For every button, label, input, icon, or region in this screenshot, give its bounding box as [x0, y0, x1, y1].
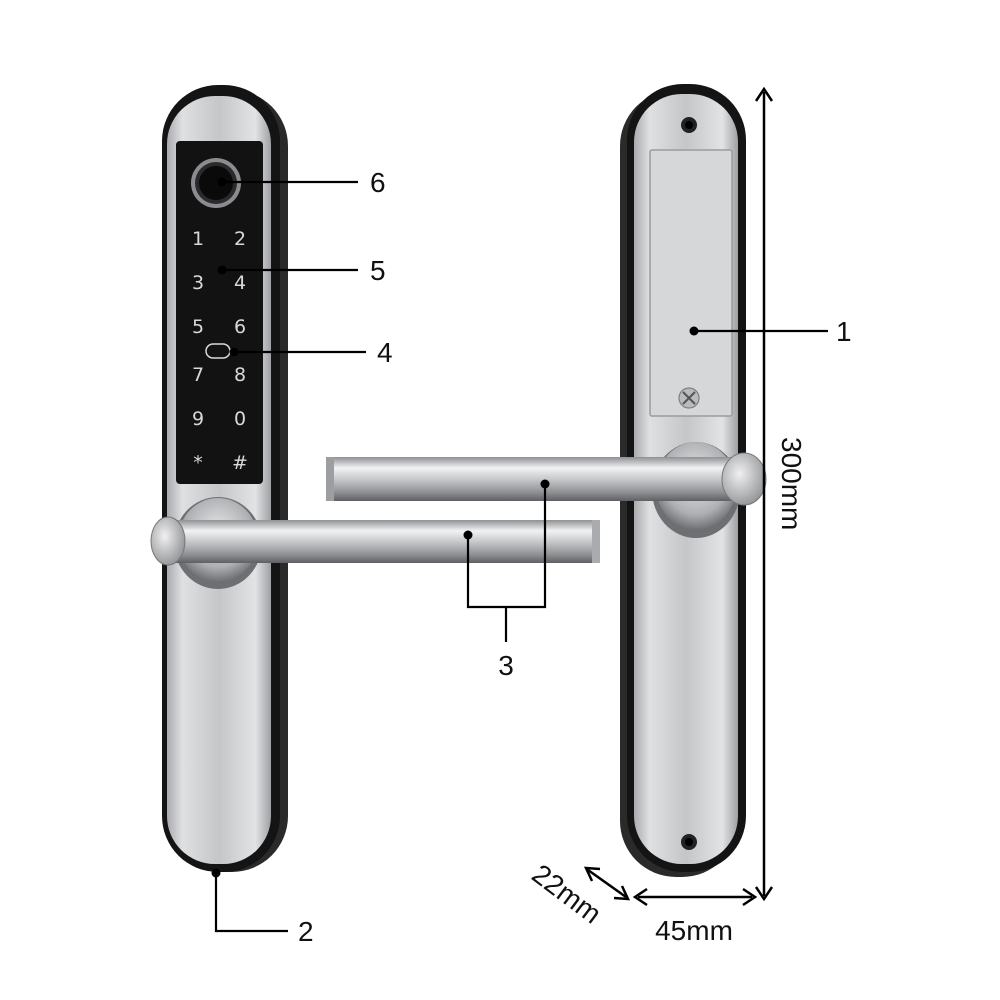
keypad-keys: 1 2 3 4 5 6 7 8 9 0 * #: [192, 228, 248, 474]
battery-cover-screw: [678, 387, 700, 409]
depth-dimension: 22mm: [526, 858, 631, 930]
height-dimension: 300mm: [754, 86, 807, 902]
callout-5: 5: [217, 255, 386, 286]
callout-3: 3: [463, 479, 550, 681]
callout-1-label: 1: [836, 316, 852, 347]
front-lever-handle: [150, 516, 600, 566]
key-8: 8: [234, 364, 246, 386]
callout-6-label: 6: [370, 167, 386, 198]
key-3: 3: [192, 272, 204, 294]
height-dimension-label: 300mm: [776, 437, 807, 530]
back-lever-handle: [326, 452, 767, 506]
keypad-panel: [176, 141, 263, 484]
key-2: 2: [234, 228, 246, 250]
key-7: 7: [192, 364, 204, 386]
callout-3-label: 3: [498, 650, 514, 681]
key-1: 1: [192, 228, 204, 250]
top-screw-hole: [681, 117, 697, 133]
callout-4-label: 4: [377, 337, 393, 368]
callout-4: 4: [229, 337, 393, 368]
key-6: 6: [234, 316, 246, 338]
callout-6: 6: [217, 167, 386, 198]
fingerprint-sensor: [191, 158, 241, 208]
callout-1: 1: [689, 316, 852, 347]
key-5: 5: [192, 316, 204, 338]
battery-cover: [649, 149, 733, 417]
width-dimension: 45mm: [632, 887, 758, 946]
key-9: 9: [192, 408, 204, 430]
key-4: 4: [234, 272, 246, 294]
width-dimension-label: 45mm: [655, 915, 733, 946]
callout-2-label: 2: [298, 916, 314, 947]
key-star: *: [193, 452, 203, 474]
bottom-screw-hole: [681, 834, 697, 850]
key-hash: #: [232, 452, 248, 474]
callout-2: 2: [211, 868, 314, 947]
callout-5-label: 5: [370, 255, 386, 286]
front-lock-unit: 1 2 3 4 5 6 7 8 9 0 * #: [162, 85, 288, 872]
key-0: 0: [234, 408, 246, 430]
